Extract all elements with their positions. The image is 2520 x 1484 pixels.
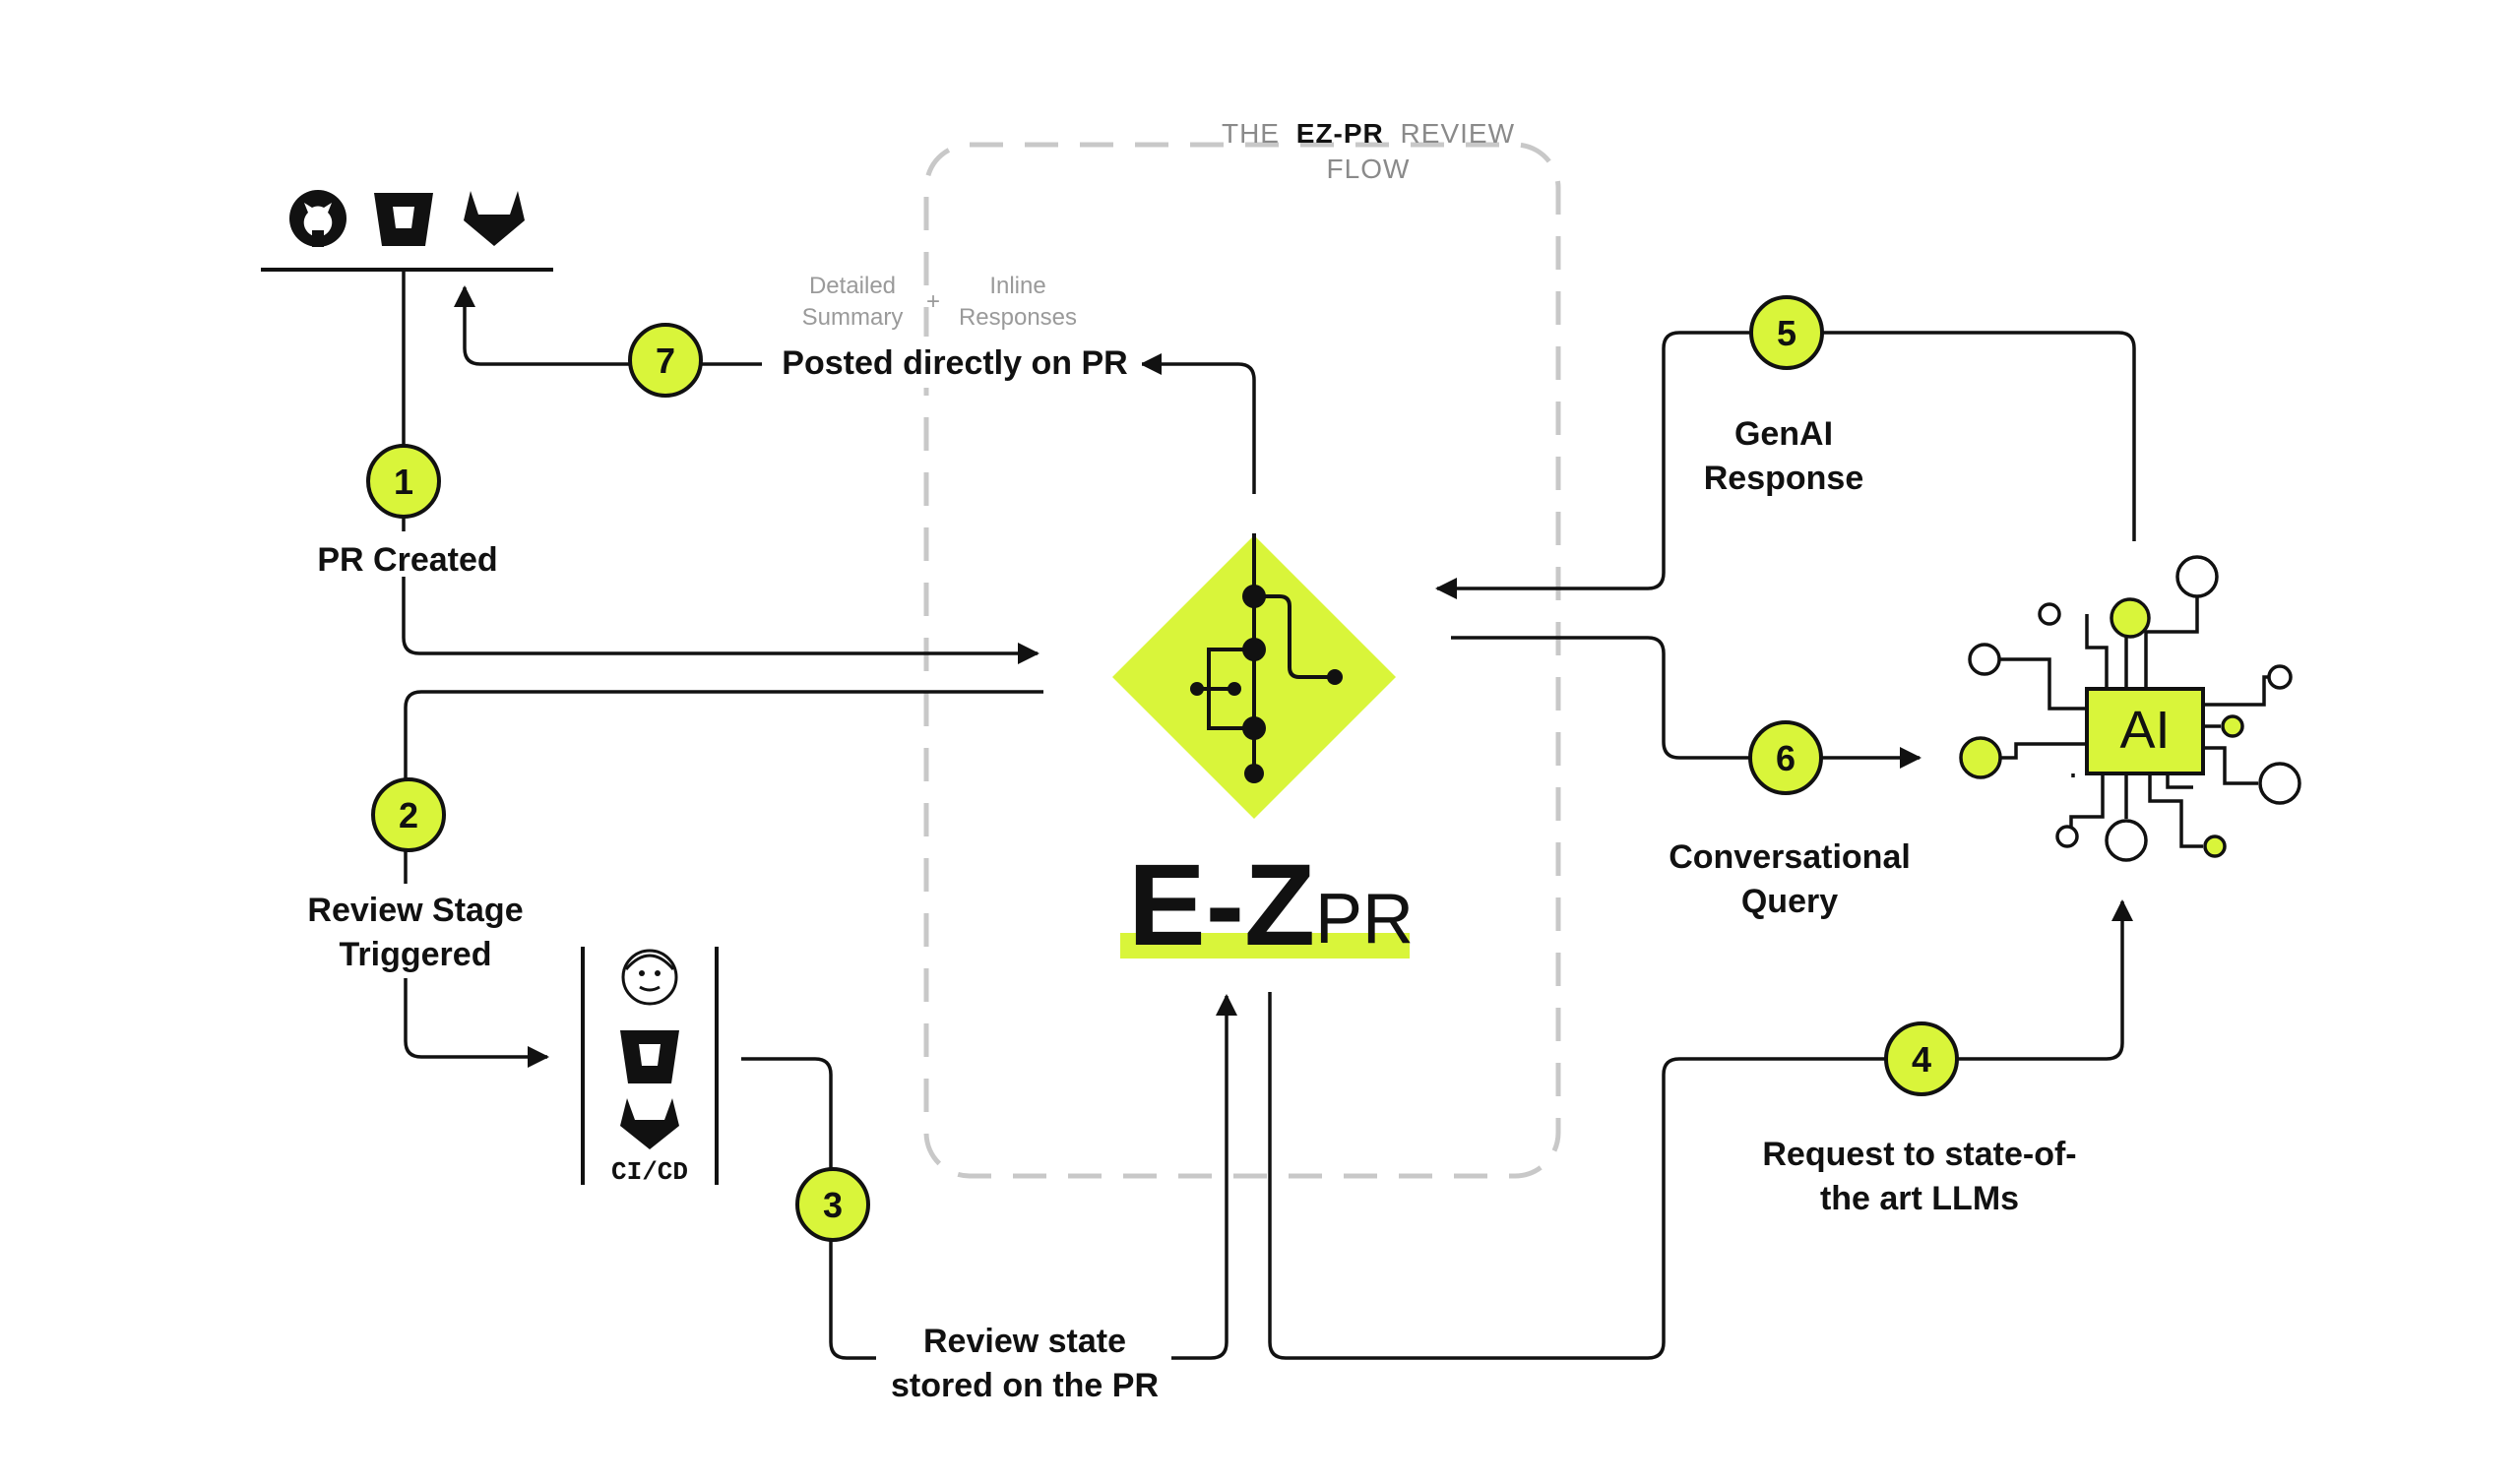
flow-line-7 — [1140, 353, 1256, 494]
step-4-label-line2: the art LLMs — [1820, 1180, 2019, 1217]
review-flow-box — [923, 142, 1561, 1179]
step-badge-2: 2 — [371, 777, 446, 852]
gitlab-icon — [464, 191, 525, 246]
step-badge-6: 6 — [1748, 720, 1823, 795]
flow-line-4 — [1268, 899, 2133, 1360]
github-icon — [289, 190, 346, 247]
step-5-label-line2: Response — [1704, 460, 1864, 497]
step-badge-1: 1 — [366, 444, 441, 519]
step-6-label-line2: Query — [1741, 883, 1838, 920]
post-detail-right-line1: Inline — [989, 273, 1045, 299]
svg-text:6: 6 — [1776, 738, 1796, 778]
jenkins-icon — [621, 949, 678, 1006]
gitlab-icon — [620, 1098, 679, 1149]
flow-line-2 — [404, 690, 1043, 1068]
flow-title: THE EZ-PR REVIEW — [1222, 118, 1515, 149]
step-2-label-line1: Review Stage — [307, 892, 523, 929]
step-6-label-line1: Conversational — [1669, 838, 1911, 876]
flow-line-7b — [454, 285, 762, 366]
step-3-label-line2: stored on the PR — [891, 1367, 1159, 1404]
ai-chip-label: AI — [2119, 701, 2170, 760]
flow-line-3 — [741, 994, 1237, 1360]
ci-cd-label: CI/CD — [611, 1157, 688, 1187]
ezpr-wordmark-light: PR — [1315, 880, 1414, 958]
git-branch-icon — [1190, 533, 1343, 783]
step-2-label-line2: Triggered — [340, 936, 492, 973]
ai-chip-icon: AI — [1959, 555, 2301, 862]
step-1-label: PR Created — [317, 541, 497, 579]
step-4-label-line1: Request to state-of- — [1762, 1136, 2076, 1173]
svg-text:5: 5 — [1777, 313, 1796, 353]
ezpr-underline — [1120, 933, 1410, 958]
post-detail-left-line2: Summary — [802, 304, 904, 331]
ai-chip-body — [2085, 687, 2205, 775]
svg-text:1: 1 — [394, 462, 413, 502]
flow-line-5 — [1435, 331, 2136, 599]
svg-text:7: 7 — [656, 340, 675, 381]
svg-text:2: 2 — [399, 795, 418, 835]
step-3-label-line1: Review state — [923, 1323, 1126, 1360]
flow-line-1 — [402, 272, 1040, 664]
step-badge-4: 4 — [1884, 1021, 1959, 1096]
flow-title-brand: EZ-PR — [1296, 118, 1384, 149]
ezpr-logo: E-Z PR — [1112, 533, 1414, 970]
ezpr-wordmark-bold: E-Z — [1128, 840, 1315, 970]
ci-tools-panel: CI/CD — [581, 947, 719, 1187]
flow-title-line2: FLOW — [1327, 154, 1411, 184]
post-detail-plus: + — [926, 288, 940, 315]
flow-title-suffix: REVIEW — [1401, 118, 1515, 149]
bitbucket-icon — [374, 193, 433, 246]
post-detail-left-line1: Detailed — [809, 273, 896, 299]
svg-text:3: 3 — [823, 1185, 843, 1225]
flow-line-6 — [1451, 636, 1922, 769]
bitbucket-icon — [620, 1030, 679, 1083]
flow-title-prefix: THE — [1222, 118, 1280, 149]
svg-text:4: 4 — [1912, 1039, 1931, 1080]
step-badge-3: 3 — [795, 1167, 870, 1242]
step-badge-7: 7 — [628, 323, 703, 398]
post-detail-right-line2: Responses — [959, 304, 1077, 331]
step-5-label-line1: GenAI — [1734, 415, 1833, 453]
step-badge-5: 5 — [1749, 295, 1824, 370]
step-7-label: Posted directly on PR — [782, 344, 1127, 382]
